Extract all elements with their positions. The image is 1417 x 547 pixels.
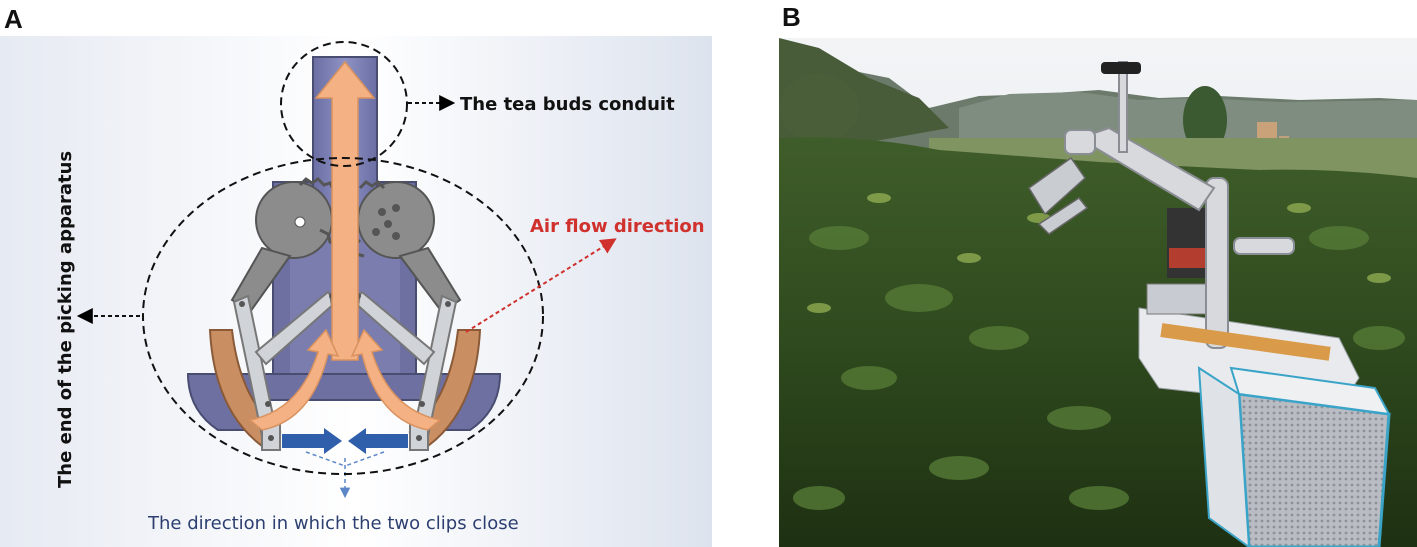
robot-field-photo (779, 38, 1417, 547)
right-clip-close-arrow (348, 428, 408, 454)
airflow-pointer-line (465, 238, 617, 333)
tea-buds-conduit-label: The tea buds conduit (460, 94, 675, 115)
right-curved-airflow-arrow (350, 328, 442, 431)
panel-label-b: B (782, 2, 801, 32)
left-gear (255, 177, 340, 259)
tree (1183, 86, 1227, 154)
left-clip-close-arrow (282, 428, 342, 454)
picking-apparatus-end-label: The end of the picking apparatus (55, 151, 76, 488)
panel-label-a: A (4, 4, 23, 34)
robot-arm (1064, 61, 1295, 349)
clip-close-direction-label: The direction in which the two clips clo… (147, 513, 519, 534)
gripper (1027, 156, 1089, 235)
airflow-up-arrow (314, 60, 376, 361)
conduit-highlight-ellipse (280, 41, 408, 167)
collection-box (1197, 366, 1391, 547)
left-curved-airflow-arrow (248, 328, 340, 431)
picking-apparatus-diagram: The tea buds conduit Air flow direction … (0, 36, 712, 547)
camera (1101, 62, 1141, 74)
picking-end-highlight-ellipse (142, 157, 544, 475)
airflow-direction-label: Air flow direction (530, 216, 705, 237)
